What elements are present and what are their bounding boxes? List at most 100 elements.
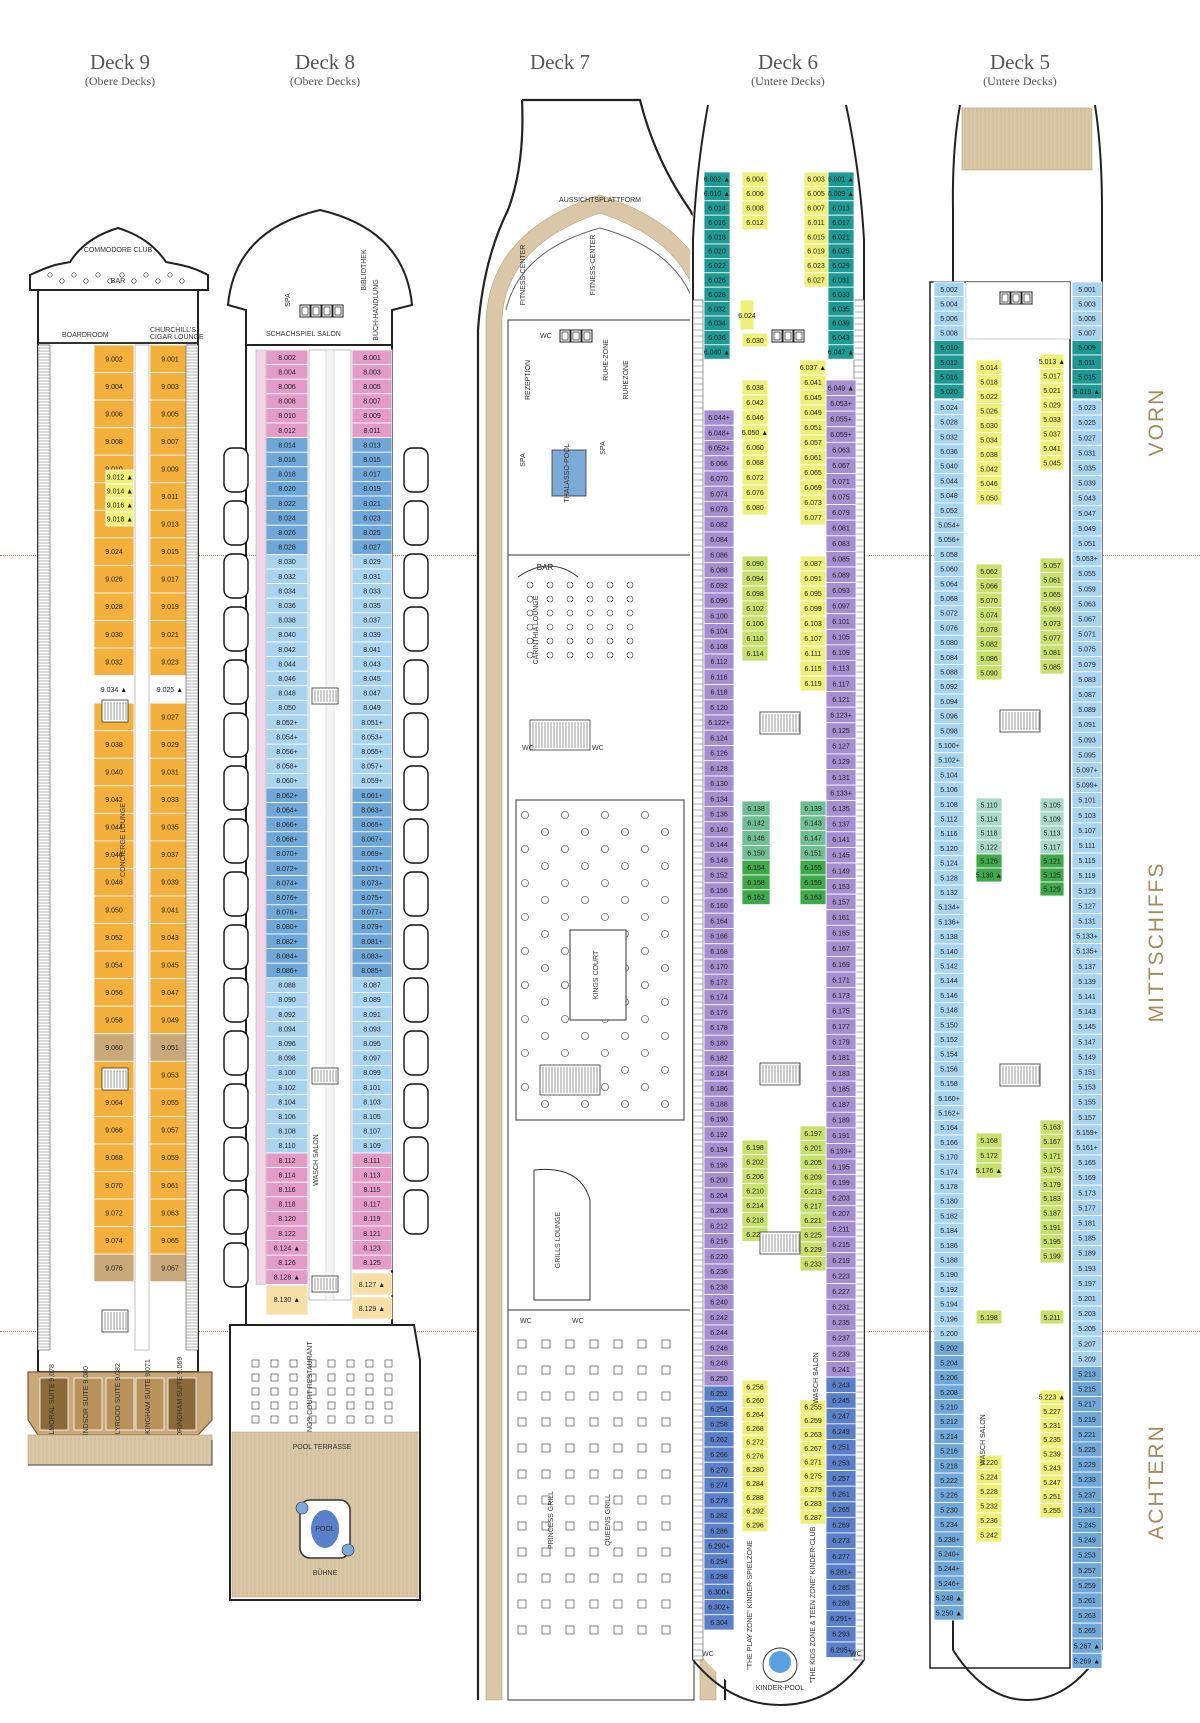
deck8-special-label: 8.129 ▲: [359, 1306, 385, 1313]
deck6-aft-right-cabin-label: 6.263: [804, 1432, 822, 1439]
deck9-left-cabin: [93, 950, 135, 980]
deck6-mid-right-cabin-label: 6.163: [804, 895, 822, 902]
deck9-right-cabin-label: 9.041: [161, 907, 179, 914]
deck7-elevator-door: [583, 331, 591, 341]
deck6-inner-d-cabin-label: 6.103: [804, 621, 822, 628]
deck9-right-cabin: [149, 592, 191, 621]
deck6-low-right-cabin-label: 6.225: [804, 1232, 822, 1239]
deck9-club-seat: [59, 278, 65, 284]
deck9-left-cabin: [93, 730, 135, 759]
deck5-right-cabin-label: 5.115: [1079, 858, 1096, 865]
deck7-lounge-seat: [586, 595, 594, 603]
deck6-left-cabin-label: 6.220: [710, 1254, 728, 1261]
deck6-right-cabin-label: 6.079: [832, 510, 850, 517]
deck8-lifeboat: [223, 659, 249, 705]
deck5-left-cabin-label: 5.206: [940, 1375, 958, 1382]
deck7-grill-table: [589, 1599, 599, 1609]
deck5-right-cabin-label: 5.051: [1078, 541, 1096, 548]
deck5-right-cabin-label: 5.133+: [1076, 934, 1098, 941]
deck5-right-cabin-label: 5.091: [1078, 722, 1096, 729]
deck5-left-cabin-label: 5.096: [940, 714, 958, 721]
deck6-aft-right-cabin-label: 6.271: [804, 1460, 822, 1467]
deck5-left-cabin-label: 5.200: [940, 1331, 958, 1338]
deck7-kingscourt-table: [521, 1015, 529, 1023]
deck7-grill-table: [541, 1625, 551, 1635]
deck6-title-text: Deck 6: [757, 50, 819, 74]
deck6-lefttop-cabin-label: 6.016: [708, 220, 726, 227]
deck8-subtitle: (Obere Decks): [289, 74, 361, 88]
deck8-left-cabin-label: 8.068+: [276, 837, 298, 844]
deck8-restaurant-table: [270, 1415, 279, 1424]
deck6-righttop-cabin-label: 6.013: [832, 206, 850, 213]
deck5-aft-right-cabin-label: 5.251: [1043, 1494, 1061, 1501]
deck7-label-princess: PRINCESS GRILL: [548, 1491, 555, 1549]
deck6-inner-d-cabin-label: 6.099: [804, 606, 822, 613]
deck8-right-cabin-label: 8.117: [364, 1202, 381, 1209]
deck8-right-cabin-label: 8.065+: [361, 822, 383, 829]
deck9-right-cabin-label: 9.057: [161, 1128, 179, 1135]
deck6-aft-left-cabin-label: 6.264: [746, 1412, 764, 1419]
deck8-restaurant-table: [251, 1359, 260, 1368]
deck8-left-cabin-label: 8.098: [278, 1056, 296, 1063]
deck7-kingscourt-table: [581, 1100, 589, 1108]
deck6-mid-left-cabin-label: 6.146: [747, 836, 765, 843]
deck7-grill-table: [565, 1573, 575, 1583]
deck8-left-cabin-label: 8.110: [279, 1143, 296, 1150]
deck9-stairs-3: [101, 1309, 129, 1333]
deck8-right-cabin-label: 8.003: [363, 369, 381, 376]
deck9-right-cabin-label: 9.037: [161, 852, 179, 859]
deck6-right-cabin-label: 6.203: [832, 1195, 850, 1202]
deck6-left-cabin-label: 6.166: [710, 934, 728, 941]
deck9-club-seat: [143, 272, 149, 278]
deck9-left-cabin: [93, 1253, 135, 1283]
deck9-right-cabin-label: 9.001: [161, 356, 179, 363]
deck6-right-cabin-label: 6.285: [832, 1585, 850, 1592]
deck8-right-cabin-label: 8.025: [363, 530, 381, 537]
deck9-label-cigar: CIGAR LOUNGE: [150, 334, 204, 341]
deck5-left-cabin-label: 5.192: [940, 1287, 958, 1294]
deck6-left-cabin-label: 6.066: [710, 461, 728, 468]
deck5-cabin-label: 5.198: [980, 1315, 998, 1322]
deck9-left-cabin-label: 9.056: [105, 990, 123, 997]
deck8-restaurant-table: [289, 1387, 298, 1396]
deck7-kingscourt-table: [541, 998, 549, 1006]
deck6-mid-right-cabin-label: 6.159: [804, 880, 822, 887]
deck5-right-cabin-label: 5.245: [1078, 1522, 1096, 1529]
deck8-restaurant-table: [289, 1359, 298, 1368]
deck7-grill-table: [661, 1339, 671, 1349]
deck8-left-cabin-label: 8.014: [278, 442, 296, 449]
deck6-low-left-cabin-label: 6.198: [746, 1145, 764, 1152]
deck6-right-cabin-label: 6.127: [832, 744, 850, 751]
deck5-left-cabin-label: 5.142: [940, 963, 958, 970]
deck5-left-cabin-label: 5.182: [940, 1213, 958, 1220]
deck7-grill-table: [637, 1339, 647, 1349]
deck5-left-cabin-label: 5.152: [940, 1037, 958, 1044]
deck8-restaurant-table: [384, 1401, 393, 1410]
deck6-right-cabin-label: 6.243: [832, 1382, 850, 1389]
deck5-right-cabin-label: 5.119: [1079, 873, 1096, 880]
deck7-kingscourt-table: [621, 1066, 629, 1074]
deck5-right-cabin-label: 5.093: [1078, 737, 1096, 744]
deck6-left-cabin-label: 6.246: [710, 1345, 728, 1352]
deck9-right-cabin: [149, 950, 191, 980]
deck8-left-cabin-label: 8.118: [279, 1202, 296, 1209]
deck6-left-cabin-label: 6.248: [710, 1361, 728, 1368]
deck7-lounge-seat: [546, 609, 554, 617]
deck5-left-cabin-label: 5.116: [941, 831, 958, 838]
deck5-left-cabin-label: 5.226: [940, 1493, 958, 1500]
deck5-low-right-cabin-label: 5.183: [1043, 1196, 1061, 1203]
deck7-lounge-seat: [586, 637, 594, 645]
deck9-right-cabin: [149, 1060, 191, 1090]
deck5-bow-deck: [961, 107, 1093, 171]
deck8-elevator: [299, 304, 311, 318]
deck6-aft-right-cabin-label: 6.259: [804, 1418, 822, 1425]
deck8-left-cabin-label: 8.114: [279, 1172, 296, 1179]
deck6-right-cabin-label: 6.291+: [830, 1616, 852, 1623]
deck5-left-cabin-label: 5.162+: [938, 1110, 960, 1117]
deck9-left-cabin-label: 9.066: [105, 1128, 123, 1135]
deck9-left-cabin: [93, 1088, 135, 1117]
deck8-lifeboat: [403, 765, 429, 811]
deck6-left-cabin-label: 6.244: [710, 1330, 728, 1337]
deck5-right-cabin-label: 5.137: [1078, 964, 1096, 971]
deck6-right-cabin-label: 6.185: [832, 1086, 850, 1093]
